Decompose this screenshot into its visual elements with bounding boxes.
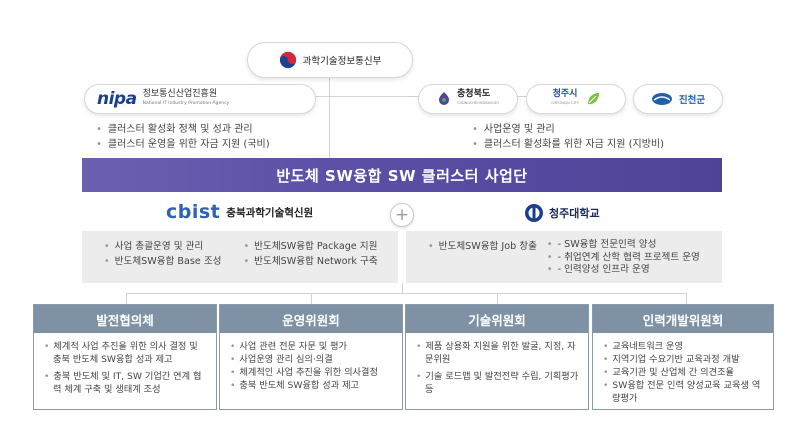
committee-development: 발전협의체 체계적 사업 추진을 위한 의사 결정 및 충북 반도체 SW융합 … bbox=[33, 304, 217, 410]
committee-workforce: 인력개발위원회 교육네트워크 운영 지역기업 수요기반 교육과정 개발 교육기관… bbox=[592, 304, 774, 410]
committee-title: 인력개발위원회 bbox=[593, 305, 773, 333]
cbist-name: 충북과학기술혁신원 bbox=[226, 206, 314, 219]
chungbuk-label: 충청북도 bbox=[457, 89, 491, 99]
university-emblem-icon bbox=[525, 204, 543, 222]
connector-bottom-horizontal bbox=[126, 293, 686, 294]
committee-technology: 기술위원회 제품 상용화 지원을 위한 발굴, 지정, 자문위원 기술 로드맵 … bbox=[405, 304, 589, 410]
jincheon-emblem-icon bbox=[651, 93, 672, 105]
committee-operation: 운영위원회 사업 관련 전문 자문 및 평가 사업운영 관리 심의·의결 체계적… bbox=[219, 304, 403, 410]
list-item: 사업 총괄운영 및 관리 bbox=[104, 239, 222, 254]
cheongju-label-en: CHEONGJU CITY bbox=[551, 101, 579, 105]
sub-item: - bbox=[557, 239, 565, 250]
cheongju-label: 청주시 bbox=[552, 89, 578, 99]
list-item: 교육네트워크 운영 bbox=[603, 340, 765, 353]
list-item: - 취업연계 산학 협력 프로젝트 운영 bbox=[547, 252, 700, 265]
sub-item: - bbox=[557, 264, 565, 275]
list-item: 사업운영 및 관리 bbox=[472, 122, 664, 137]
univ-role-panel: 반도체SW융합 Job 창출 - SW융합 전문인력 양성 - 취업연계 산학 … bbox=[406, 231, 722, 283]
nipa-name-ko: 정보통신산업진흥원 bbox=[142, 89, 218, 99]
nipa-name-en: National IT Industry Promotion Agency bbox=[142, 101, 230, 106]
cbist-role-col2: 반도체SW융합 Package 지원 반도체SW융합 Network 구축 bbox=[244, 239, 378, 283]
cbist-partner: cbist 충북과학기술혁신원 bbox=[166, 202, 313, 222]
list-item: 반도체SW융합 Base 조성 bbox=[104, 254, 222, 269]
list-item: 반도체SW융합 Job 창출 bbox=[428, 239, 537, 254]
chungbuk-label-en: CHUNGCHEONGBUK-DO bbox=[457, 101, 499, 105]
committee-title: 발전협의체 bbox=[34, 305, 216, 333]
cheongju-name-block: 청주시 CHEONGJU CITY bbox=[551, 90, 579, 108]
sub-item-label: 취업연계 산학 협력 프로젝트 운영 bbox=[564, 251, 700, 263]
committee-title: 운영위원회 bbox=[220, 305, 402, 333]
list-item: 사업 관련 전문 자문 및 평가 bbox=[230, 340, 394, 353]
cbist-role-panel: 사업 총괄운영 및 관리 반도체SW융합 Base 조성 반도체SW융합 Pac… bbox=[82, 231, 398, 283]
list-item: 충북 반도체 및 IT, SW 기업간 연계 협력 체계 구축 및 생태계 조성 bbox=[44, 370, 208, 396]
list-item: 반도체SW융합 Network 구축 bbox=[244, 254, 378, 269]
chungbuk-emblem-icon bbox=[439, 92, 450, 105]
nipa-bullets: 클러스터 활성화 정책 및 성과 관리 클러스터 운영을 위한 자금 지원 (국… bbox=[96, 122, 270, 152]
cbist-role-col1: 사업 총괄운영 및 관리 반도체SW융합 Base 조성 bbox=[104, 239, 222, 283]
connector-top-horizontal bbox=[200, 96, 600, 97]
connector-drop-2 bbox=[311, 293, 312, 304]
list-item: 지역기업 수요기반 교육과정 개발 bbox=[603, 353, 765, 366]
chungbuk-node: 충청북도 CHUNGCHEONGBUK-DO bbox=[418, 84, 518, 114]
taegeuk-icon bbox=[279, 51, 296, 69]
list-item: 제품 상용화 지원을 위한 발굴, 지정, 자문위원 bbox=[416, 340, 580, 366]
connector-vertical-main bbox=[329, 70, 330, 158]
cluster-banner: 반도체 SW융합 SW 클러스터 사업단 bbox=[82, 158, 722, 192]
chungbuk-name-block: 충청북도 CHUNGCHEONGBUK-DO bbox=[457, 90, 499, 108]
committee-items: 체계적 사업 추진을 위한 의사 결정 및 충북 반도체 SW융합 성과 제고 … bbox=[34, 333, 216, 396]
connector-drop-4 bbox=[686, 293, 687, 304]
connector-drop-3 bbox=[497, 293, 498, 304]
jincheon-node: 진천군 bbox=[633, 84, 723, 114]
list-item: 반도체SW융합 Package 지원 bbox=[244, 239, 378, 254]
list-item: 사업운영 관리 심의·의결 bbox=[230, 353, 394, 366]
connector-bottom-vertical bbox=[402, 283, 403, 293]
list-item: 클러스터 운영을 위한 자금 지원 (국비) bbox=[96, 137, 270, 152]
committee-items: 사업 관련 전문 자문 및 평가 사업운영 관리 심의·의결 체계적인 사업 추… bbox=[220, 333, 402, 392]
plus-icon: + bbox=[390, 203, 414, 227]
sub-item-label: SW융합 전문인력 양성 bbox=[564, 239, 657, 250]
sub-item-label: 인력양성 인프라 운영 bbox=[564, 264, 650, 275]
univ-role-sub: - SW융합 전문인력 양성 - 취업연계 산학 협력 프로젝트 운영 - 인력… bbox=[547, 239, 700, 283]
committee-title: 기술위원회 bbox=[406, 305, 588, 333]
univ-partner: 청주대학교 bbox=[524, 203, 600, 223]
committee-items: 제품 상용화 지원을 위한 발굴, 지정, 자문위원 기술 로드맵 및 발전전략… bbox=[406, 333, 588, 396]
univ-role-main: 반도체SW융합 Job 창출 bbox=[428, 239, 537, 283]
cheongju-node: 청주시 CHEONGJU CITY bbox=[526, 84, 626, 114]
ministry-label: 과학기술정보통신부 bbox=[302, 56, 382, 67]
list-item: - 인력양성 인프라 운영 bbox=[547, 264, 700, 277]
list-item: SW융합 전문 인력 양성교육 교육생 역량평가 bbox=[603, 379, 765, 405]
ministry-node: 과학기술정보통신부 bbox=[247, 42, 413, 78]
univ-name: 청주대학교 bbox=[549, 207, 600, 220]
list-item: 기술 로드맵 및 발전전략 수립, 기획평가 등 bbox=[416, 370, 580, 396]
nipa-node: nipa 정보통신산업진흥원 National IT Industry Prom… bbox=[84, 84, 316, 114]
list-item: 체계적 사업 추진을 위한 의사 결정 및 충북 반도체 SW융합 성과 제고 bbox=[44, 340, 208, 366]
nipa-logo: nipa bbox=[97, 89, 137, 109]
list-item: 충북 반도체 SW융합 성과 제고 bbox=[230, 379, 394, 392]
list-item: 체계적인 사업 추진을 위한 의사결정 bbox=[230, 366, 394, 379]
committee-items: 교육네트워크 운영 지역기업 수요기반 교육과정 개발 교육기관 및 산업체 간… bbox=[593, 333, 773, 405]
connector-drop-1 bbox=[126, 293, 127, 304]
cbist-logo: cbist bbox=[166, 201, 221, 223]
leaf-icon bbox=[587, 93, 599, 105]
list-item: 교육기관 및 산업체 간 의견조율 bbox=[603, 366, 765, 379]
list-item: 클러스터 활성화를 위한 자금 지원 (지방비) bbox=[472, 137, 664, 152]
regional-bullets: 사업운영 및 관리 클러스터 활성화를 위한 자금 지원 (지방비) bbox=[472, 122, 664, 152]
jincheon-label: 진천군 bbox=[678, 95, 706, 106]
sub-item: - bbox=[557, 251, 565, 263]
list-item: 클러스터 활성화 정책 및 성과 관리 bbox=[96, 122, 270, 137]
nipa-name-block: 정보통신산업진흥원 National IT Industry Promotion… bbox=[143, 90, 230, 108]
list-item: - SW융합 전문인력 양성 bbox=[547, 239, 700, 252]
